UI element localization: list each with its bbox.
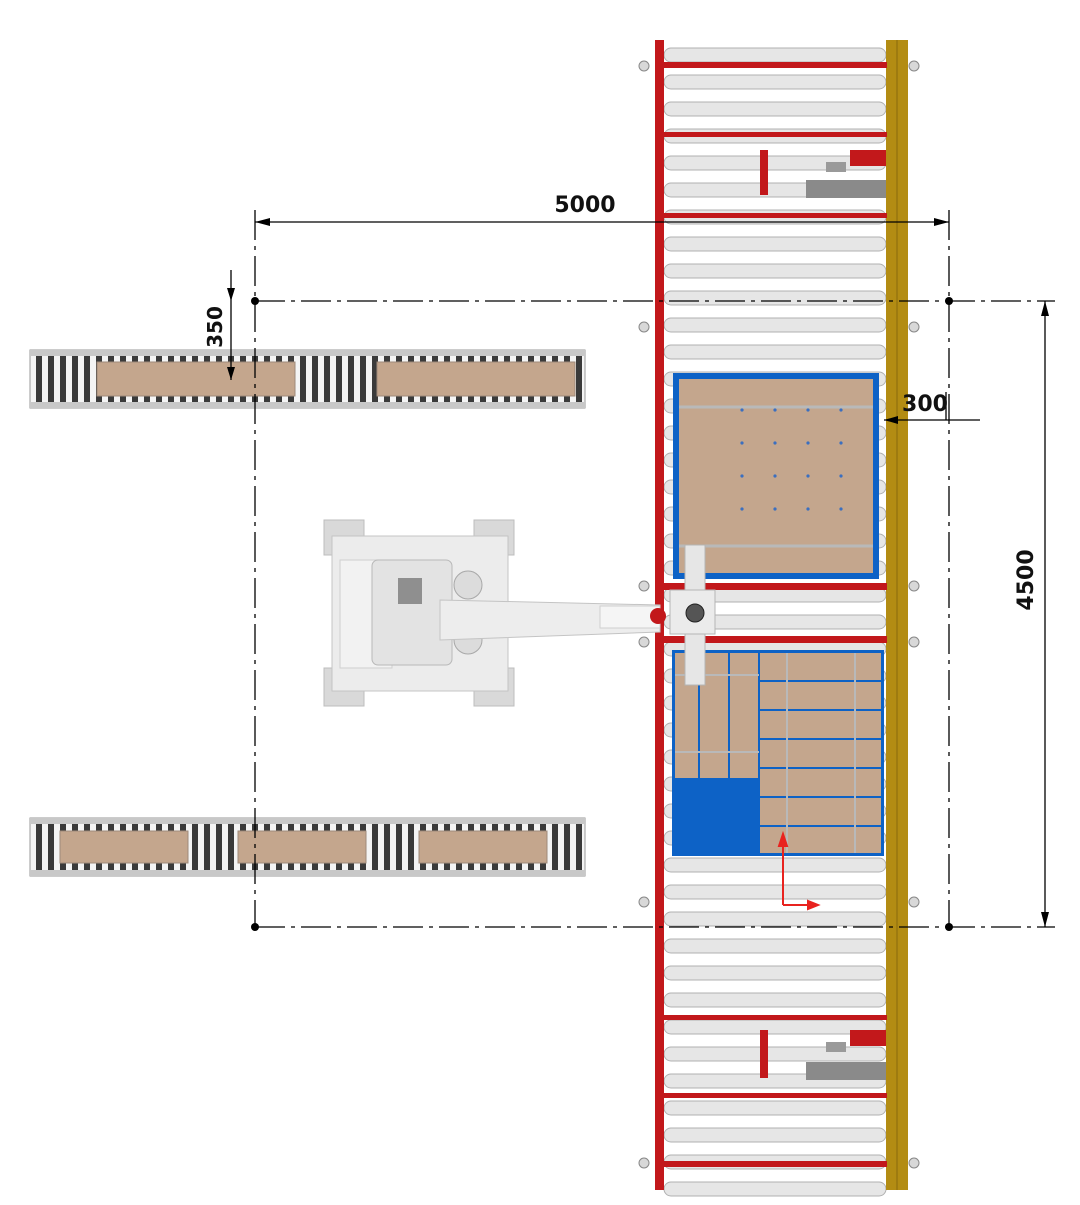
- roller: [663, 992, 887, 1008]
- roller: [348, 356, 354, 402]
- roller: [324, 356, 330, 402]
- roller: [576, 824, 582, 870]
- dimension-lines: [230, 210, 1055, 930]
- roller: [228, 824, 234, 870]
- roller: [663, 911, 887, 927]
- infeed-box: [376, 361, 576, 397]
- roller: [384, 824, 390, 870]
- roller: [663, 938, 887, 954]
- pallet-stacking-pattern: [672, 650, 884, 911]
- bolt: [908, 321, 920, 333]
- roller: [396, 824, 402, 870]
- roller: [663, 884, 887, 900]
- roller: [72, 356, 78, 402]
- roller: [663, 1046, 887, 1062]
- bolt: [638, 321, 650, 333]
- roller: [300, 356, 306, 402]
- infeed-box: [237, 830, 367, 864]
- roller: [360, 356, 366, 402]
- roller: [663, 101, 887, 117]
- roller: [60, 356, 66, 402]
- roller: [48, 356, 54, 402]
- bolt: [638, 896, 650, 908]
- dimension-height-label: 4500: [1014, 549, 1039, 610]
- roller: [663, 1127, 887, 1143]
- roller: [663, 965, 887, 981]
- dimension-width-label: 5000: [554, 193, 615, 218]
- bolt: [908, 636, 920, 648]
- bolt: [908, 60, 920, 72]
- roller: [663, 1181, 887, 1197]
- dimension-gap-label: 300: [902, 392, 948, 417]
- roller: [663, 290, 887, 306]
- roller: [312, 356, 318, 402]
- dimension-offset-label: 350: [203, 306, 227, 348]
- bolt: [638, 636, 650, 648]
- infeed-conveyor-upper: [29, 349, 586, 409]
- frame-bolts: [638, 60, 920, 1169]
- bolt: [638, 580, 650, 592]
- roller: [663, 857, 887, 873]
- dimension-arrowheads: [227, 218, 1049, 931]
- infeed-box: [59, 830, 189, 864]
- roller: [663, 344, 887, 360]
- origin-axis-marker: [777, 830, 821, 911]
- roller: [663, 263, 887, 279]
- bolt: [908, 896, 920, 908]
- infeed-conveyor-lower: [29, 817, 586, 877]
- empty-pallet-slot: [672, 778, 759, 856]
- roller: [336, 356, 342, 402]
- pallet-grid-markers: [740, 408, 843, 511]
- conveyor-drive-units: [760, 150, 886, 1080]
- infeed-box: [96, 361, 296, 397]
- roller: [576, 356, 582, 402]
- roller: [36, 356, 42, 402]
- roller: [408, 824, 414, 870]
- roller: [48, 824, 54, 870]
- roller: [663, 47, 887, 63]
- roller: [192, 824, 198, 870]
- bolt: [638, 1157, 650, 1169]
- bolt: [908, 1157, 920, 1169]
- roller: [663, 74, 887, 90]
- infeed-box: [418, 830, 548, 864]
- roller: [372, 356, 378, 402]
- horizontal-box-rows: [759, 680, 881, 827]
- roller: [663, 236, 887, 252]
- roller: [216, 824, 222, 870]
- roller: [552, 824, 558, 870]
- pallet-with-layer: [673, 373, 879, 579]
- roller: [36, 824, 42, 870]
- roller: [663, 317, 887, 333]
- conveyor-cross-beams: [655, 62, 887, 1167]
- roller: [204, 824, 210, 870]
- bolt: [638, 60, 650, 72]
- palletizing-robot: [323, 519, 716, 707]
- bolt: [908, 580, 920, 592]
- roller: [663, 1100, 887, 1116]
- roller: [84, 356, 90, 402]
- roller: [372, 824, 378, 870]
- roller: [564, 824, 570, 870]
